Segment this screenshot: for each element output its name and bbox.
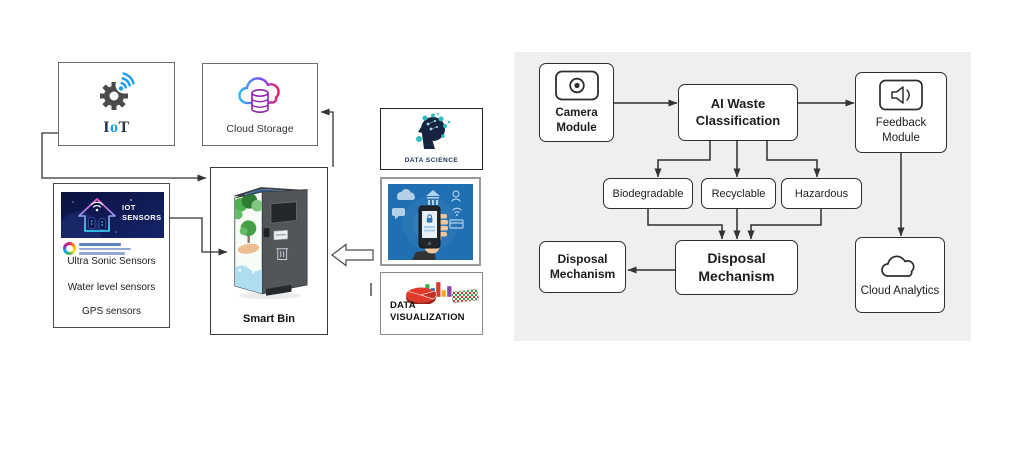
node-biodegradable: Biodegradable <box>603 178 693 209</box>
cloud-storage-label: Cloud Storage <box>226 123 294 135</box>
data-science-label: DATA SCIENCE <box>404 157 459 164</box>
head-bubbles-icon <box>415 113 450 149</box>
smart-bin-label: Smart Bin <box>243 313 295 325</box>
ai-waste-classification-label: AI Waste Classification <box>695 96 781 128</box>
data-visualization-label: DATA VISUALIZATION <box>390 300 465 324</box>
logo-ring-icon <box>63 242 76 255</box>
certification-logo <box>63 242 131 255</box>
mobile-app-image <box>388 184 473 260</box>
smart-bin-image <box>232 187 309 300</box>
node-disposal-mechanism-left: Disposal Mechanism <box>539 241 626 293</box>
iot-label-o: o <box>110 119 119 136</box>
iot-label-i: I <box>103 119 111 136</box>
logo-text-lines <box>79 242 131 255</box>
data-visualization-box: DATA VISUALIZATION <box>380 272 483 335</box>
iot-sensors-banner-title: IOT SENSORS <box>122 203 162 223</box>
iot-box: IoT <box>58 62 175 146</box>
iot-sensors-box: IOT SENSORS Ultra Sonic Sensors Water le… <box>53 183 170 328</box>
node-camera-module: Camera Module <box>539 63 614 142</box>
sensor-item-ultrasonic: Ultra Sonic Sensors <box>67 256 156 267</box>
biodegradable-label: Biodegradable <box>612 187 684 200</box>
feedback-module-label: Feedback Module <box>875 117 927 144</box>
charts-icon <box>406 281 479 304</box>
connector-smartbin-to-cloudstorage <box>320 108 334 167</box>
camera-lens-icon <box>554 70 599 100</box>
block-arrow-apps-to-smartbin <box>331 243 374 267</box>
node-hazardous: Hazardous <box>781 178 862 209</box>
sensor-item-waterlevel: Water level sensors <box>67 282 156 293</box>
disposal-mechanism-left-label: Disposal Mechanism <box>549 252 616 281</box>
node-disposal-mechanism-center: Disposal Mechanism <box>675 240 798 295</box>
disposal-mechanism-center-label: Disposal Mechanism <box>698 250 775 284</box>
hazardous-label: Hazardous <box>794 187 849 200</box>
node-feedback-module: Feedback Module <box>855 72 947 153</box>
iot-label-t: T <box>118 119 130 136</box>
smart-bin-box: Smart Bin <box>210 167 328 335</box>
camera-module-label: Camera Module <box>555 106 598 134</box>
cloud-analytics-label: Cloud Analytics <box>860 285 940 298</box>
iot-sensors-banner: IOT SENSORS <box>61 192 164 238</box>
node-ai-waste-classification: AI Waste Classification <box>678 84 798 141</box>
gear-wifi-icon <box>99 72 135 110</box>
node-cloud-analytics: Cloud Analytics <box>855 237 945 313</box>
sensor-item-gps: GPS sensors <box>82 306 141 317</box>
recyclable-label: Recyclable <box>711 187 766 200</box>
data-science-box: DATA SCIENCE <box>380 108 483 170</box>
cloud-database-icon <box>238 77 280 113</box>
node-recyclable: Recyclable <box>701 178 776 209</box>
speaker-icon <box>879 79 923 111</box>
smart-home-wifi-icon <box>61 192 164 238</box>
cloud-icon <box>881 255 915 277</box>
cloud-storage-box: Cloud Storage <box>202 63 318 146</box>
iot-label: IoT <box>59 119 174 137</box>
mobile-app-box <box>380 177 481 266</box>
